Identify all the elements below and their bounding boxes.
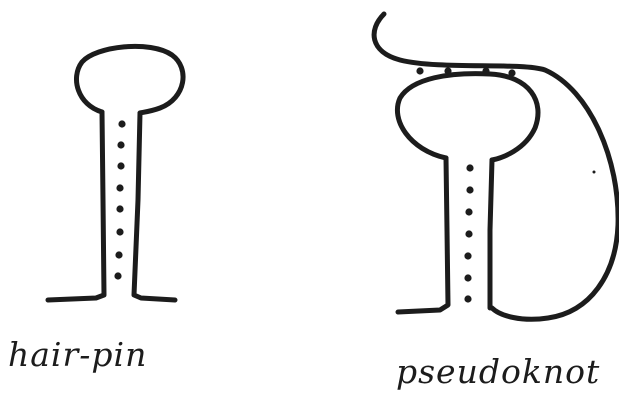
pseudoknot-right-strand xyxy=(490,160,492,308)
base-pair-dot xyxy=(444,67,451,74)
pseudoknot-left-strand xyxy=(398,158,448,312)
hairpin-structure xyxy=(48,46,183,300)
base-pair-dot xyxy=(464,295,471,302)
base-pair-dot xyxy=(116,184,123,191)
hairpin-left-strand xyxy=(48,112,104,300)
pseudoknot-label: pseudoknot xyxy=(396,352,600,391)
base-pair-dot xyxy=(118,120,125,127)
base-pair-dot xyxy=(115,251,122,258)
ink-speck xyxy=(593,171,596,174)
base-pair-dot xyxy=(117,162,124,169)
pseudoknot-top-strand xyxy=(374,14,618,319)
base-pair-dot xyxy=(466,164,473,171)
base-pair-dot xyxy=(114,272,121,279)
hairpin-label: hair-pin xyxy=(8,335,147,374)
base-pair-dot xyxy=(482,67,489,74)
hairpin-loop xyxy=(76,46,183,113)
base-pair-dot xyxy=(465,208,472,215)
hairpin-base-pairs xyxy=(114,120,125,279)
pseudoknot-loop xyxy=(397,74,538,160)
pseudoknot-structure xyxy=(374,14,618,319)
base-pair-dot xyxy=(117,141,124,148)
base-pair-dot xyxy=(465,230,472,237)
hairpin-right-strand xyxy=(134,113,175,300)
pseudoknot-stem-pairs xyxy=(464,164,473,302)
base-pair-dot xyxy=(116,228,123,235)
base-pair-dot xyxy=(464,252,471,259)
base-pair-dot xyxy=(416,67,423,74)
base-pair-dot xyxy=(464,274,471,281)
base-pair-dot xyxy=(466,186,473,193)
base-pair-dot xyxy=(508,69,515,76)
base-pair-dot xyxy=(116,205,123,212)
